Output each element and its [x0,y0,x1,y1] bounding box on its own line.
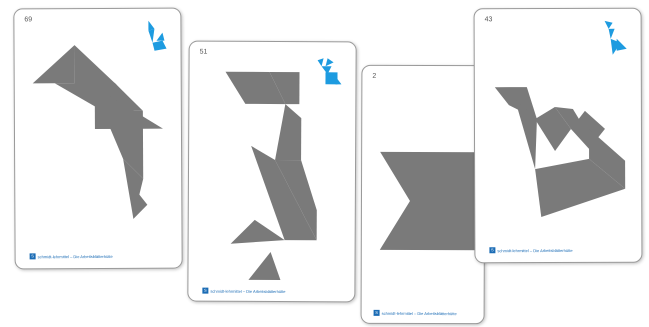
footer-text: schmidt-lehrmittel – Die Arbeitsblätterh… [38,253,113,258]
publisher-logo-icon: S [30,253,36,259]
tangram-card: 2 S schmidt-lehrmittel – Die Arbeitsblät… [361,65,486,324]
card-footer: S schmidt-lehrmittel – Die Arbeitsblätte… [374,310,457,316]
publisher-logo-icon: S [489,247,495,253]
publisher-logo-icon: S [202,288,208,294]
publisher-logo-icon: S [374,310,380,316]
tangram-card: 51 S schmidt-lehrmittel – Die Arbeitsblä… [187,41,356,303]
card-footer: S schmidt-lehrmittel – Die Arbeitsblätte… [489,247,572,253]
footer-text: schmidt-lehrmittel – Die Arbeitsblätterh… [210,288,285,293]
silhouette [362,66,486,306]
tangram-card: 69 S schmidt-lehrmittel – Die Arbeitsblä… [13,8,182,270]
card-footer: S schmidt-lehrmittel – Die Arbeitsblätte… [30,253,113,259]
silhouette [188,42,356,293]
footer-text: schmidt-lehrmittel – Die Arbeitsblätterh… [382,310,457,315]
footer-text: schmidt-lehrmittel – Die Arbeitsblätterh… [497,247,572,252]
silhouette [14,9,182,250]
tangram-card: 43 S schmidt-lehrmittel – Die Arbeitsblä… [474,8,643,264]
silhouette [475,9,643,250]
card-footer: S schmidt-lehrmittel – Die Arbeitsblätte… [202,288,285,294]
